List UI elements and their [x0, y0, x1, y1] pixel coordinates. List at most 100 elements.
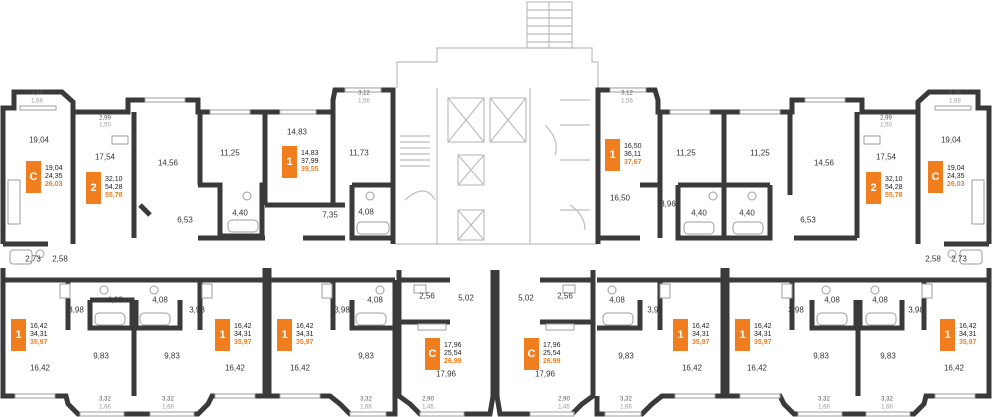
room-area-label: 1,66: [360, 404, 372, 411]
total-area: 34,31: [30, 331, 48, 338]
room-area-label: 11,25: [220, 148, 240, 158]
living-area: 19,04: [45, 165, 63, 172]
apartment-type-icon: 1: [215, 319, 230, 351]
room-area-label: 1,50: [99, 122, 111, 129]
room-area-label: 3,98: [189, 305, 205, 315]
living-area: 16,42: [754, 323, 772, 330]
room-area-label: 1,66: [162, 404, 174, 411]
room-area-label: 2,90: [558, 396, 570, 403]
room-area-label: 3,98: [334, 305, 350, 315]
area-with-balcony: 35,97: [692, 339, 710, 346]
room-area-label: 1,68: [949, 98, 961, 105]
room-area-label: 1,66: [881, 404, 893, 411]
room-area-label: 9,83: [358, 351, 374, 361]
room-area-label: 11,73: [349, 148, 369, 158]
room-area-label: 16,50: [609, 193, 631, 203]
room-area-label: 6,53: [177, 215, 193, 225]
total-area: 34,31: [296, 331, 314, 338]
room-area-label: 2,56: [557, 291, 573, 301]
room-area-label: 9,83: [813, 351, 829, 361]
apartment-type-icon: 1: [11, 319, 26, 351]
room-area-label: 3,32: [99, 396, 111, 403]
total-area: 25,54: [444, 350, 462, 357]
total-area: 34,31: [692, 331, 710, 338]
room-area-label: 2,58: [52, 254, 68, 264]
room-area-label: 3,12: [358, 90, 370, 97]
room-area-label: 1,50: [880, 122, 892, 129]
room-area-label: 2,99: [99, 115, 111, 122]
room-area-label: 3,32: [360, 396, 372, 403]
total-area: 34,31: [754, 331, 772, 338]
room-area-label: 3,32: [818, 396, 830, 403]
living-area: 32,10: [105, 176, 123, 183]
room-area-label: 16,42: [746, 363, 768, 373]
room-area-label: 2,90: [422, 396, 434, 403]
room-area-label: 4,08: [609, 295, 625, 305]
area-with-balcony: 35,97: [30, 339, 48, 346]
living-area: 16,42: [959, 323, 977, 330]
room-area-label: 9,83: [880, 351, 896, 361]
room-area-label: 9,83: [618, 351, 634, 361]
area-with-balcony: 35,97: [959, 339, 977, 346]
room-area-label: 16,42: [29, 363, 51, 373]
room-area-label: 3,32: [162, 396, 174, 403]
room-area-label: 1,66: [620, 404, 632, 411]
room-area-label: 3,98: [788, 305, 804, 315]
area-with-balcony: 55,78: [105, 192, 123, 199]
area-with-balcony: 35,97: [754, 339, 772, 346]
room-area-label: 4,08: [358, 207, 374, 217]
room-area-label: 19,04: [940, 135, 962, 145]
room-area-label: 17,96: [435, 369, 457, 379]
room-area-label: 16,42: [224, 363, 246, 373]
room-area-label: 14,56: [157, 158, 179, 168]
room-area-label: 16,42: [289, 363, 311, 373]
room-area-label: 3,96: [660, 199, 676, 209]
room-area-label: 17,54: [94, 152, 116, 162]
area-with-balcony: 35,97: [234, 339, 252, 346]
room-area-label: 1,56: [621, 98, 633, 105]
apartment-type-icon: 1: [605, 139, 620, 171]
apartment-type-icon: С: [425, 338, 440, 370]
apartment-type-icon: 1: [940, 319, 955, 351]
room-area-label: 3,12: [621, 90, 633, 97]
room-area-label: 19,04: [28, 135, 50, 145]
room-area-label: 6,53: [800, 215, 816, 225]
room-area-label: 7,35: [322, 210, 338, 220]
living-area: 17,96: [543, 342, 561, 349]
area-with-balcony: 55,78: [885, 192, 903, 199]
apartment-type-icon: 2: [86, 172, 101, 204]
apartment-type-icon: С: [524, 338, 539, 370]
total-area: 34,31: [959, 331, 977, 338]
room-area-label: 4,40: [691, 208, 707, 218]
total-area: 25,54: [543, 350, 561, 357]
room-area-label: 4,40: [232, 208, 248, 218]
living-area: 19,04: [947, 165, 965, 172]
area-with-balcony: 26,03: [45, 181, 63, 188]
area-with-balcony: 26,99: [444, 358, 462, 365]
room-area-label: 1,66: [818, 404, 830, 411]
room-area-label: 3,32: [881, 396, 893, 403]
room-area-label: 2,56: [419, 291, 435, 301]
room-area-label: 17,54: [875, 152, 897, 162]
